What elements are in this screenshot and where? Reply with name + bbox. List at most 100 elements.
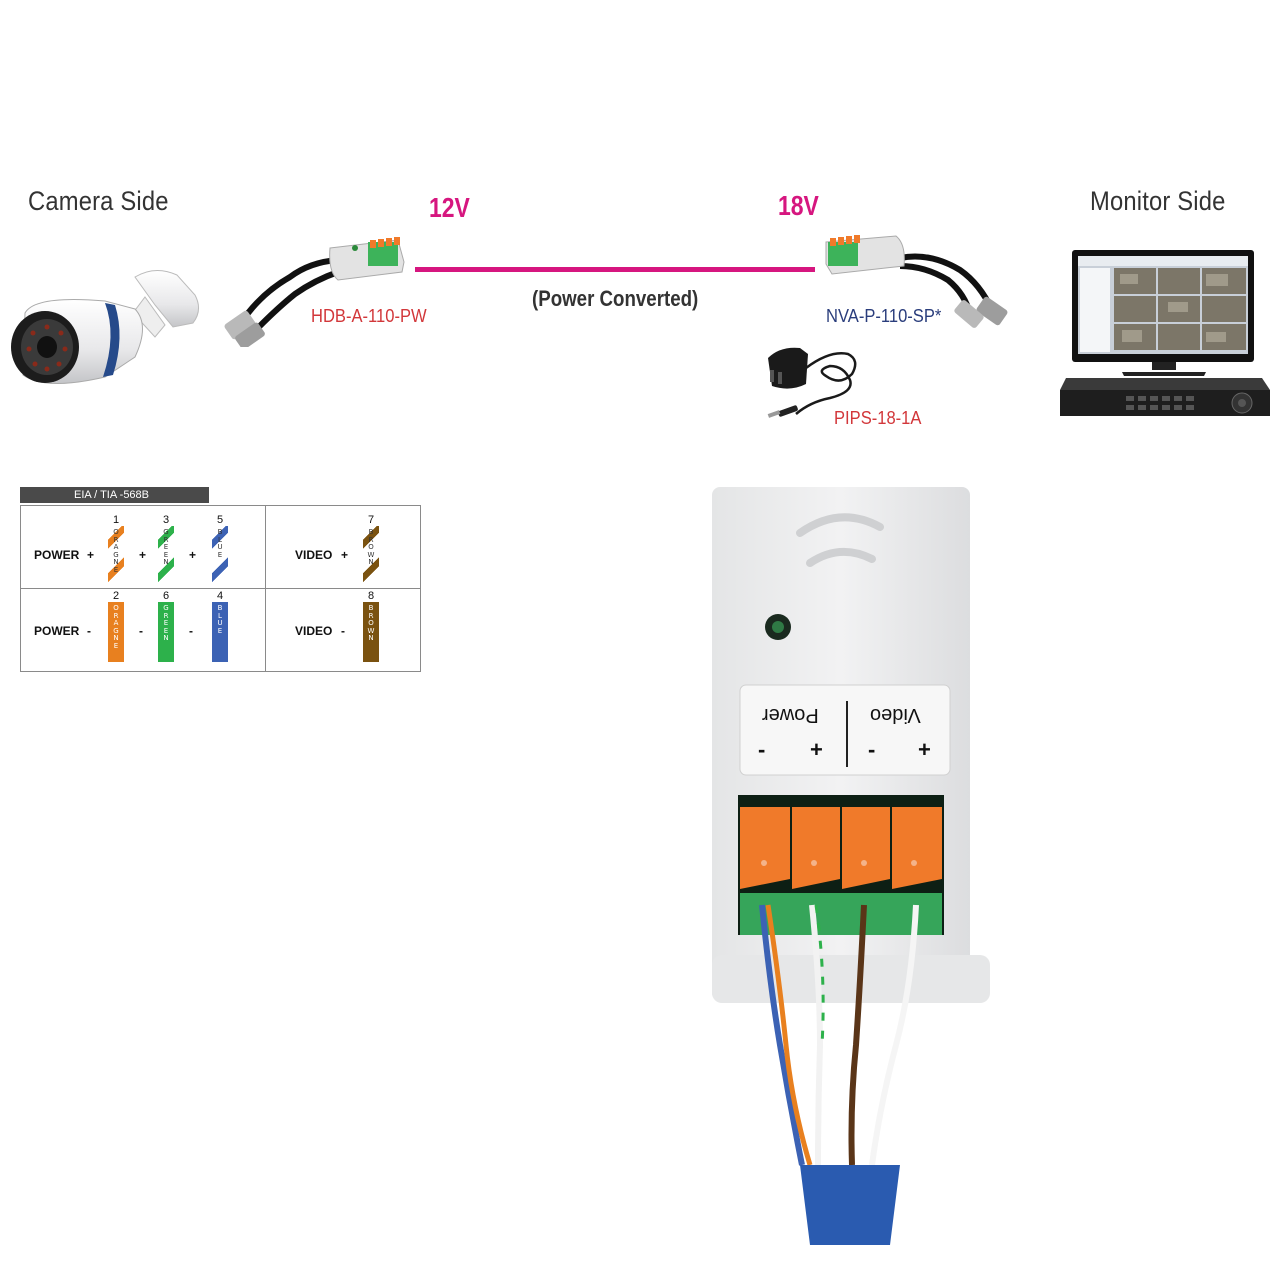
power-supply-model: PIPS-18-1A: [834, 408, 922, 428]
wire-letter: N: [113, 558, 119, 566]
wire-letter: W: [367, 550, 375, 559]
wire-letter: L: [218, 535, 222, 544]
terminal-label-panel: Power Video - + - +: [740, 685, 950, 775]
monitor-voltage-label: 18V: [778, 190, 819, 221]
monitor-balun-image: [825, 235, 1008, 328]
pin-number: 2: [112, 590, 120, 602]
wire-letter: N: [368, 634, 374, 642]
wire-letter: R: [368, 611, 374, 620]
camera-voltage-label: 12V: [429, 192, 470, 223]
wire-letter: A: [113, 619, 119, 627]
wire-letter: G: [113, 626, 119, 635]
pin-number: 5: [216, 514, 224, 526]
wire-letter: R: [163, 611, 169, 620]
wire-letter: O: [113, 528, 119, 536]
wire-letter: R: [163, 535, 169, 544]
pin-number: 8: [367, 590, 375, 602]
row1-sign-2: +: [139, 548, 147, 562]
power-converted-line: [415, 267, 815, 272]
terminal-video-label: Video: [870, 704, 921, 726]
wire-letter: E: [163, 626, 169, 635]
wire-letter: L: [218, 611, 222, 620]
pin-number: 6: [162, 590, 170, 602]
row1-video-label: VIDEO: [295, 548, 333, 562]
wire-letter: R: [113, 535, 119, 544]
terminal-sign-power-minus: -: [758, 737, 766, 762]
row2-power-label: POWER: [34, 624, 80, 638]
wire-letter: B: [217, 604, 223, 612]
monitor-balun-model: NVA-P-110-SP*: [826, 306, 942, 326]
wire-letter: N: [163, 634, 169, 642]
camera-side-title: Camera Side: [28, 186, 169, 216]
terminal-sign-video-plus: +: [918, 737, 931, 762]
terminal-sign-power-plus: +: [810, 737, 823, 762]
wire-letter: N: [368, 558, 374, 566]
pin-number: 1: [112, 514, 120, 526]
terminal-sign-video-minus: -: [868, 737, 876, 762]
wire-letter: G: [113, 550, 119, 559]
wire-letter: B: [217, 528, 223, 536]
power-converted-label: (Power Converted): [532, 286, 699, 311]
wire-letter: E: [163, 550, 169, 559]
row1-sign-1: +: [87, 548, 95, 562]
wire-letter: O: [368, 619, 374, 627]
wire-letter: O: [113, 604, 119, 612]
monitor-side-title: Monitor Side: [1090, 186, 1226, 216]
pin-number: 4: [216, 590, 224, 602]
camera-balun-image: [224, 237, 405, 347]
wire-letter: E: [217, 550, 223, 559]
wire-letter: G: [163, 604, 169, 612]
wire-letter: R: [368, 535, 374, 544]
row1-power-label: POWER: [34, 548, 80, 562]
terminal-block-photo: [712, 487, 990, 1245]
pin-number: 7: [367, 514, 375, 526]
wire-letter: N: [163, 558, 169, 566]
wiring-table-header: EIA / TIA -568B: [20, 487, 209, 503]
dvr-monitor-image: [1060, 250, 1270, 416]
power-adapter-image: [767, 347, 857, 418]
wire-letter: A: [113, 543, 119, 551]
wire-letter: R: [113, 611, 119, 620]
pin-number: 3: [162, 514, 170, 526]
wire-letter: E: [217, 626, 223, 635]
wire-letter: O: [368, 543, 374, 551]
row2-sign-3: -: [189, 624, 193, 638]
wire-letter: E: [163, 619, 169, 627]
wire-letter: N: [113, 634, 119, 642]
terminal-power-label: Power: [762, 704, 819, 726]
wire-letter: E: [113, 641, 119, 650]
row2-sign-2: -: [139, 624, 143, 638]
wire-letter: B: [368, 604, 374, 612]
row1-video-sign: +: [341, 548, 349, 562]
wire-letter: E: [163, 543, 169, 551]
wire-letter: U: [217, 619, 223, 627]
wire-letter: E: [113, 565, 119, 574]
row1-sign-3: +: [189, 548, 197, 562]
bullet-camera-image: [11, 270, 199, 384]
row2-video-sign: -: [341, 624, 345, 638]
wire-letter: G: [163, 528, 169, 536]
camera-balun-model: HDB-A-110-PW: [311, 306, 427, 326]
wire-letter: W: [367, 626, 375, 635]
row2-sign-1: -: [87, 624, 91, 638]
